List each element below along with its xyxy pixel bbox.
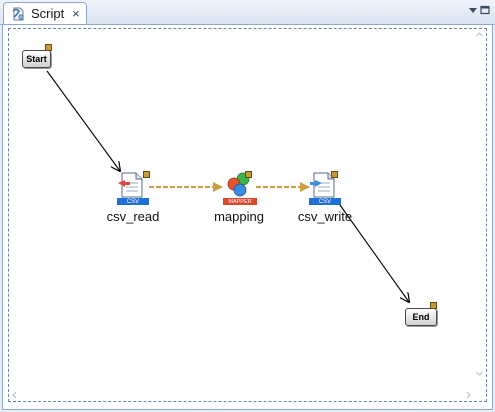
csv-read-marker — [143, 171, 150, 178]
editor-tab-bar: Script × — [0, 0, 495, 25]
horizontal-scrollbar[interactable] — [9, 389, 474, 401]
mapping-marker — [245, 171, 252, 178]
mapping-node[interactable]: MAPPER — [223, 171, 257, 205]
csv-write-label: csv_write — [297, 209, 353, 224]
maximize-icon[interactable] — [480, 5, 490, 15]
start-node[interactable]: Start — [22, 50, 51, 68]
csv-read-node[interactable]: CSV — [116, 171, 150, 205]
csv-read-label: csv_read — [106, 209, 160, 224]
csv-write-badge: CSV — [318, 198, 332, 205]
end-node-marker — [430, 302, 437, 309]
diagram-canvas[interactable] — [8, 28, 487, 402]
edge-start-to-csv-read[interactable] — [46, 70, 120, 171]
csv-read-badge: CSV — [126, 198, 140, 205]
csv-write-marker — [331, 171, 338, 178]
vertical-scrollbar[interactable] — [473, 29, 486, 379]
mapping-badge: MAPPER — [228, 198, 252, 205]
end-node[interactable]: End — [405, 308, 437, 326]
start-node-marker — [45, 44, 52, 51]
csv-write-node[interactable]: CSV — [308, 171, 342, 205]
tab-script[interactable]: Script × — [3, 2, 87, 24]
script-icon — [12, 7, 24, 21]
tab-close-button[interactable]: × — [72, 6, 80, 21]
csv-read-icon — [117, 172, 149, 205]
mapper-icon — [223, 172, 257, 205]
mapping-label: mapping — [214, 209, 264, 224]
edge-csv-write-to-end[interactable] — [339, 204, 409, 302]
chevron-down-icon[interactable] — [468, 5, 478, 15]
tab-title: Script — [31, 6, 65, 21]
